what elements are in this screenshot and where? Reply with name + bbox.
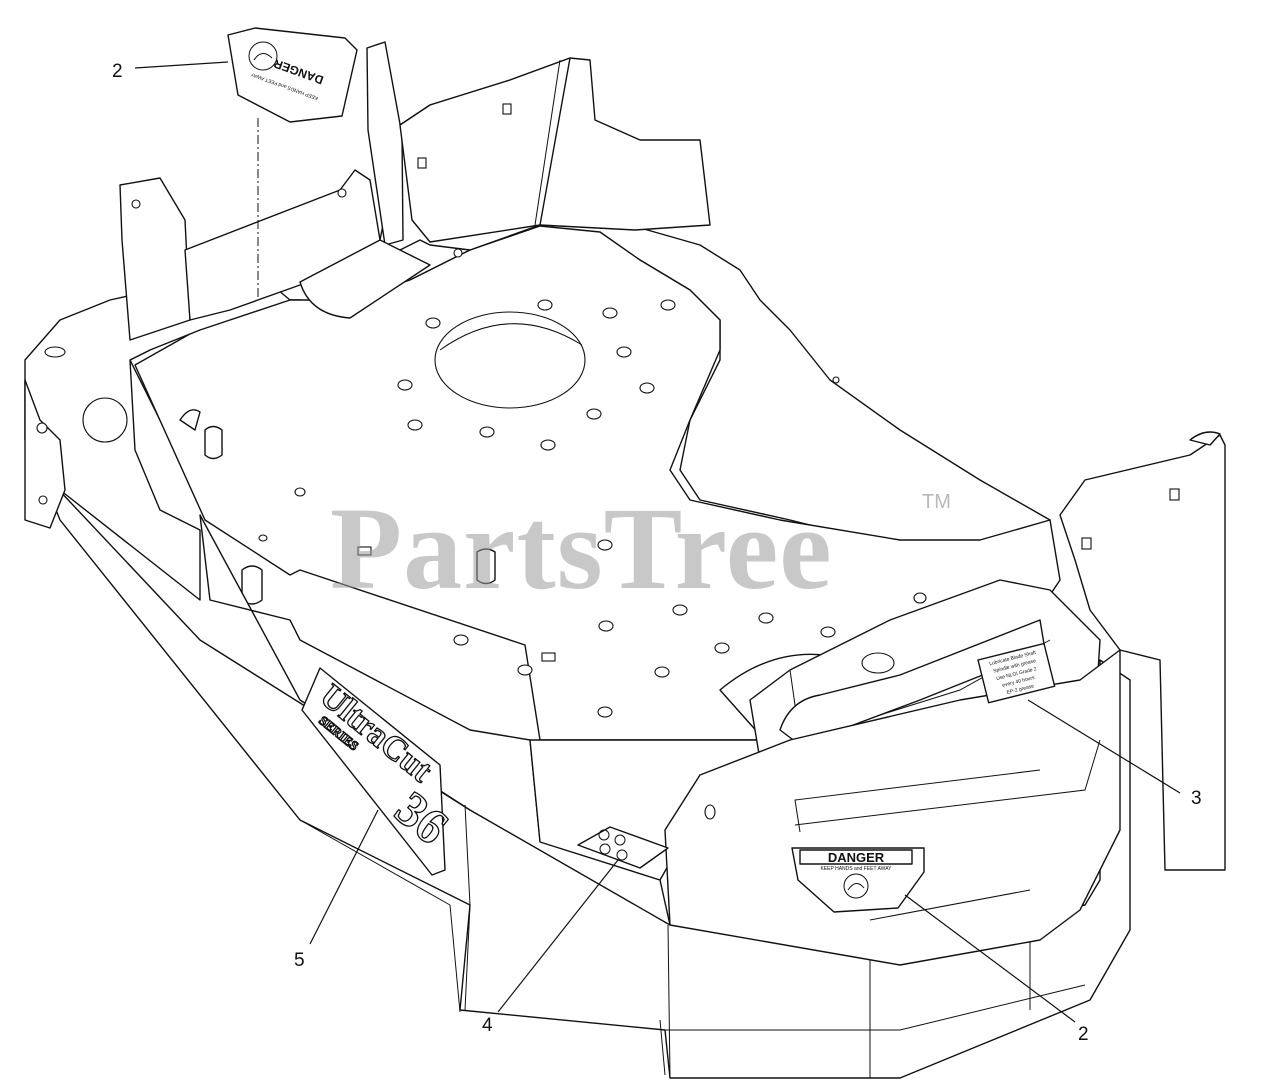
watermark-trademark: TM bbox=[922, 491, 951, 513]
spindle-hole bbox=[434, 311, 586, 409]
leader-2-front bbox=[904, 894, 1076, 1023]
danger-decal-front: DANGER KEEP HANDS and FEET AWAY bbox=[791, 847, 925, 913]
mounting-holes bbox=[258, 299, 927, 718]
callouts: 2 3 2 4 5 bbox=[112, 61, 1202, 1045]
callout-4: 4 bbox=[482, 1015, 493, 1036]
leader-3 bbox=[1027, 699, 1181, 794]
danger-line-front: KEEP HANDS and FEET AWAY bbox=[820, 866, 892, 872]
left-bracket bbox=[24, 177, 291, 601]
leader-4 bbox=[497, 859, 619, 1013]
danger-decal-top: DANGER KEEP HANDS and FEET AWAY bbox=[227, 27, 358, 123]
danger-word-front: DANGER bbox=[828, 850, 885, 865]
lube-decal: Lubricate Blade Shaft Spindle with greas… bbox=[977, 642, 1056, 704]
callout-5: 5 bbox=[294, 950, 305, 971]
grease-decal bbox=[577, 826, 669, 869]
right-bracket bbox=[664, 431, 1226, 966]
rear-wall bbox=[184, 41, 711, 321]
callout-3: 3 bbox=[1191, 788, 1202, 809]
leader-2-top bbox=[134, 61, 229, 69]
callout-2-top: 2 bbox=[112, 61, 123, 82]
leader-5 bbox=[309, 809, 379, 945]
watermark-text: PartsTree bbox=[330, 483, 833, 614]
callout-2-front: 2 bbox=[1078, 1024, 1089, 1045]
